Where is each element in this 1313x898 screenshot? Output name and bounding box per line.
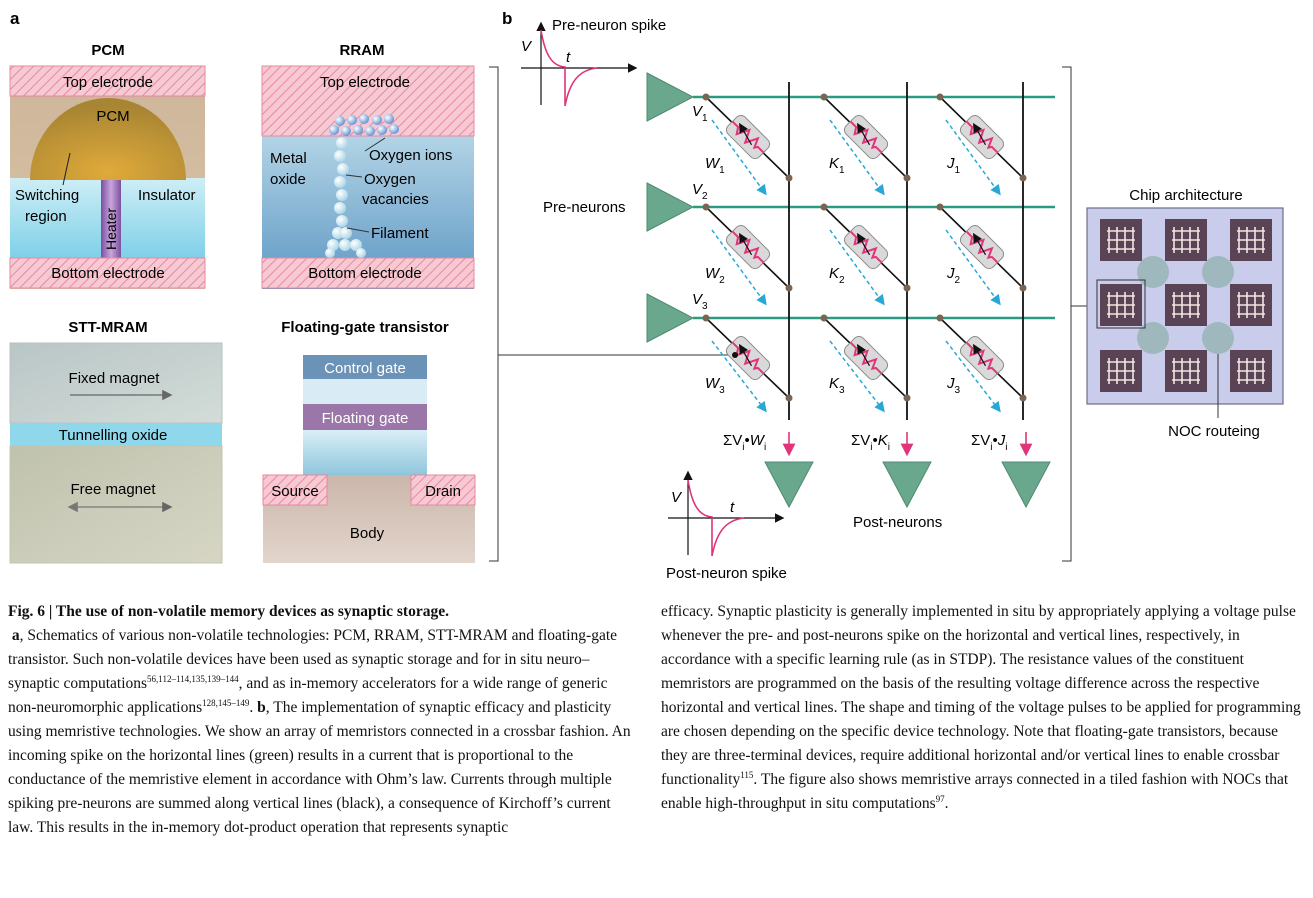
caption-right-text: efficacy. Synaptic plasticity is general… — [661, 603, 1301, 788]
post-neurons-label: Post-neurons — [853, 514, 942, 531]
post-neuron-3 — [1001, 461, 1051, 509]
chip-title: Chip architecture — [1129, 187, 1242, 204]
caption-ref-2: 128,145–149 — [202, 697, 250, 708]
pre-spike-title: Pre-neuron spike — [552, 17, 666, 34]
cell-3-3 — [939, 317, 1024, 413]
sum-label-2: ΣVi•Ki — [851, 432, 890, 453]
weight-label: J3 — [946, 375, 961, 396]
stt-fixed-label: Fixed magnet — [69, 370, 161, 387]
post-axis-v: V — [671, 489, 683, 506]
fg-title: Floating-gate transistor — [281, 319, 449, 336]
fg-floating-label: Floating gate — [322, 410, 409, 427]
pcm-top-electrode: Top electrode — [63, 74, 153, 91]
pre-axis-v: V — [521, 38, 533, 55]
fg-drain-label: Drain — [425, 483, 461, 500]
weight-label: K1 — [829, 155, 845, 176]
caption-right-text-2: . The figure also shows memristive array… — [661, 771, 1289, 812]
post-spike-plot: V t Post-neuron spike — [666, 470, 787, 582]
stt-free-label: Free magnet — [70, 481, 156, 498]
cell-2-2 — [823, 206, 908, 306]
cell-3-2 — [823, 317, 908, 413]
weight-label: J1 — [946, 155, 961, 176]
rram-ions-label: Oxygen ions — [369, 147, 452, 164]
rram-top-electrode: Top electrode — [320, 74, 410, 91]
panel-b-label: b — [502, 9, 512, 28]
chip-architecture: Chip architecture NOC routeing — [1086, 187, 1284, 440]
pcm-title: PCM — [91, 42, 124, 59]
rram-bottom-electrode: Bottom electrode — [308, 265, 421, 282]
pcm-heater-label: Heater — [103, 208, 119, 250]
stt-mram-device: STT-MRAM Fixed magnet Tunnelling oxide F… — [9, 319, 223, 564]
stt-title: STT-MRAM — [68, 319, 147, 336]
filament — [325, 137, 366, 258]
fg-source-label: Source — [271, 483, 319, 500]
pcm-bottom-electrode: Bottom electrode — [51, 265, 164, 282]
pre-neuron-1 — [646, 72, 695, 122]
crossbar — [646, 72, 1055, 420]
fg-body-label: Body — [350, 525, 385, 542]
post-axis-t: t — [730, 499, 735, 516]
caption-right-end: . — [944, 795, 949, 812]
caption-ref-4: 97 — [935, 793, 945, 804]
stt-oxide-label: Tunnelling oxide — [59, 427, 168, 444]
weight-label: J2 — [946, 265, 961, 286]
fg-control-label: Control gate — [324, 360, 406, 377]
caption-a-label: a — [11, 627, 20, 644]
caption-title: Fig. 6 | The use of non-volatile memory … — [8, 603, 449, 620]
floating-gate-device: Floating-gate transistor Control gate Fl… — [262, 319, 476, 563]
weight-label: K2 — [829, 265, 845, 286]
post-neuron-1 — [764, 461, 814, 509]
cell-1-2 — [823, 96, 908, 196]
caption-left: Fig. 6 | The use of non-volatile memory … — [8, 603, 631, 836]
caption-b-text: , The implementation of synaptic efficac… — [8, 699, 631, 836]
caption-ref-1: 56,112–114,135,139–144 — [147, 673, 239, 684]
weight-label: W2 — [705, 265, 725, 286]
cell-3-1 — [705, 317, 790, 413]
cell-2-3 — [939, 206, 1024, 306]
panel-a-label: a — [10, 9, 20, 28]
caption-b-label: b — [257, 699, 266, 716]
caption-a-text-2: , and as in-memory accelerators for a wi… — [8, 675, 608, 716]
pre-neuron-3 — [646, 293, 695, 343]
v-label-1: V1 — [692, 103, 708, 124]
cell-1-1 — [705, 96, 790, 196]
caption-right: efficacy. Synaptic plasticity is general… — [661, 600, 1301, 816]
sum-label-1: ΣVi•Wi — [723, 432, 766, 453]
pcm-material-label: PCM — [96, 108, 129, 125]
pcm-switching-label-1: Switching — [15, 187, 79, 204]
rram-vacancies-label-1: Oxygen — [364, 171, 416, 188]
post-spike-title: Post-neuron spike — [666, 565, 787, 582]
weight-label: W1 — [705, 155, 725, 176]
post-neuron-2 — [882, 461, 932, 509]
pcm-insulator-label: Insulator — [138, 187, 196, 204]
cell-1-3 — [939, 96, 1024, 196]
oxygen-ions — [329, 114, 399, 136]
pre-spike-plot: Pre-neuron spike V t — [521, 17, 666, 107]
pcm-switching-label-2: region — [25, 208, 67, 225]
rram-device: RRAM Top electrode Metal oxide Oxygen io… — [261, 42, 475, 289]
caption-a-text: , Schematics of various non-volatile tec… — [8, 627, 618, 692]
cell-2-1 — [705, 206, 790, 306]
pre-axis-t: t — [566, 49, 571, 66]
pre-neuron-2 — [646, 182, 695, 232]
rram-oxide-label-1: Metal — [270, 150, 307, 167]
weight-label: K3 — [829, 375, 845, 396]
weight-label: W3 — [705, 375, 725, 396]
rram-title: RRAM — [340, 42, 385, 59]
sum-label-3: ΣVi•Ji — [971, 432, 1008, 453]
rram-vacancies-label-2: vacancies — [362, 191, 429, 208]
v-label-2: V2 — [692, 181, 708, 202]
caption-ref-3: 115 — [740, 769, 754, 780]
pcm-device: PCM Top electrode PCM Switching region H… — [9, 42, 206, 289]
pre-neurons-label: Pre-neurons — [543, 199, 626, 216]
noc-label: NOC routeing — [1168, 423, 1260, 440]
rram-filament-label: Filament — [371, 225, 429, 242]
rram-oxide-label-2: oxide — [270, 171, 306, 188]
v-label-3: V3 — [692, 291, 708, 312]
